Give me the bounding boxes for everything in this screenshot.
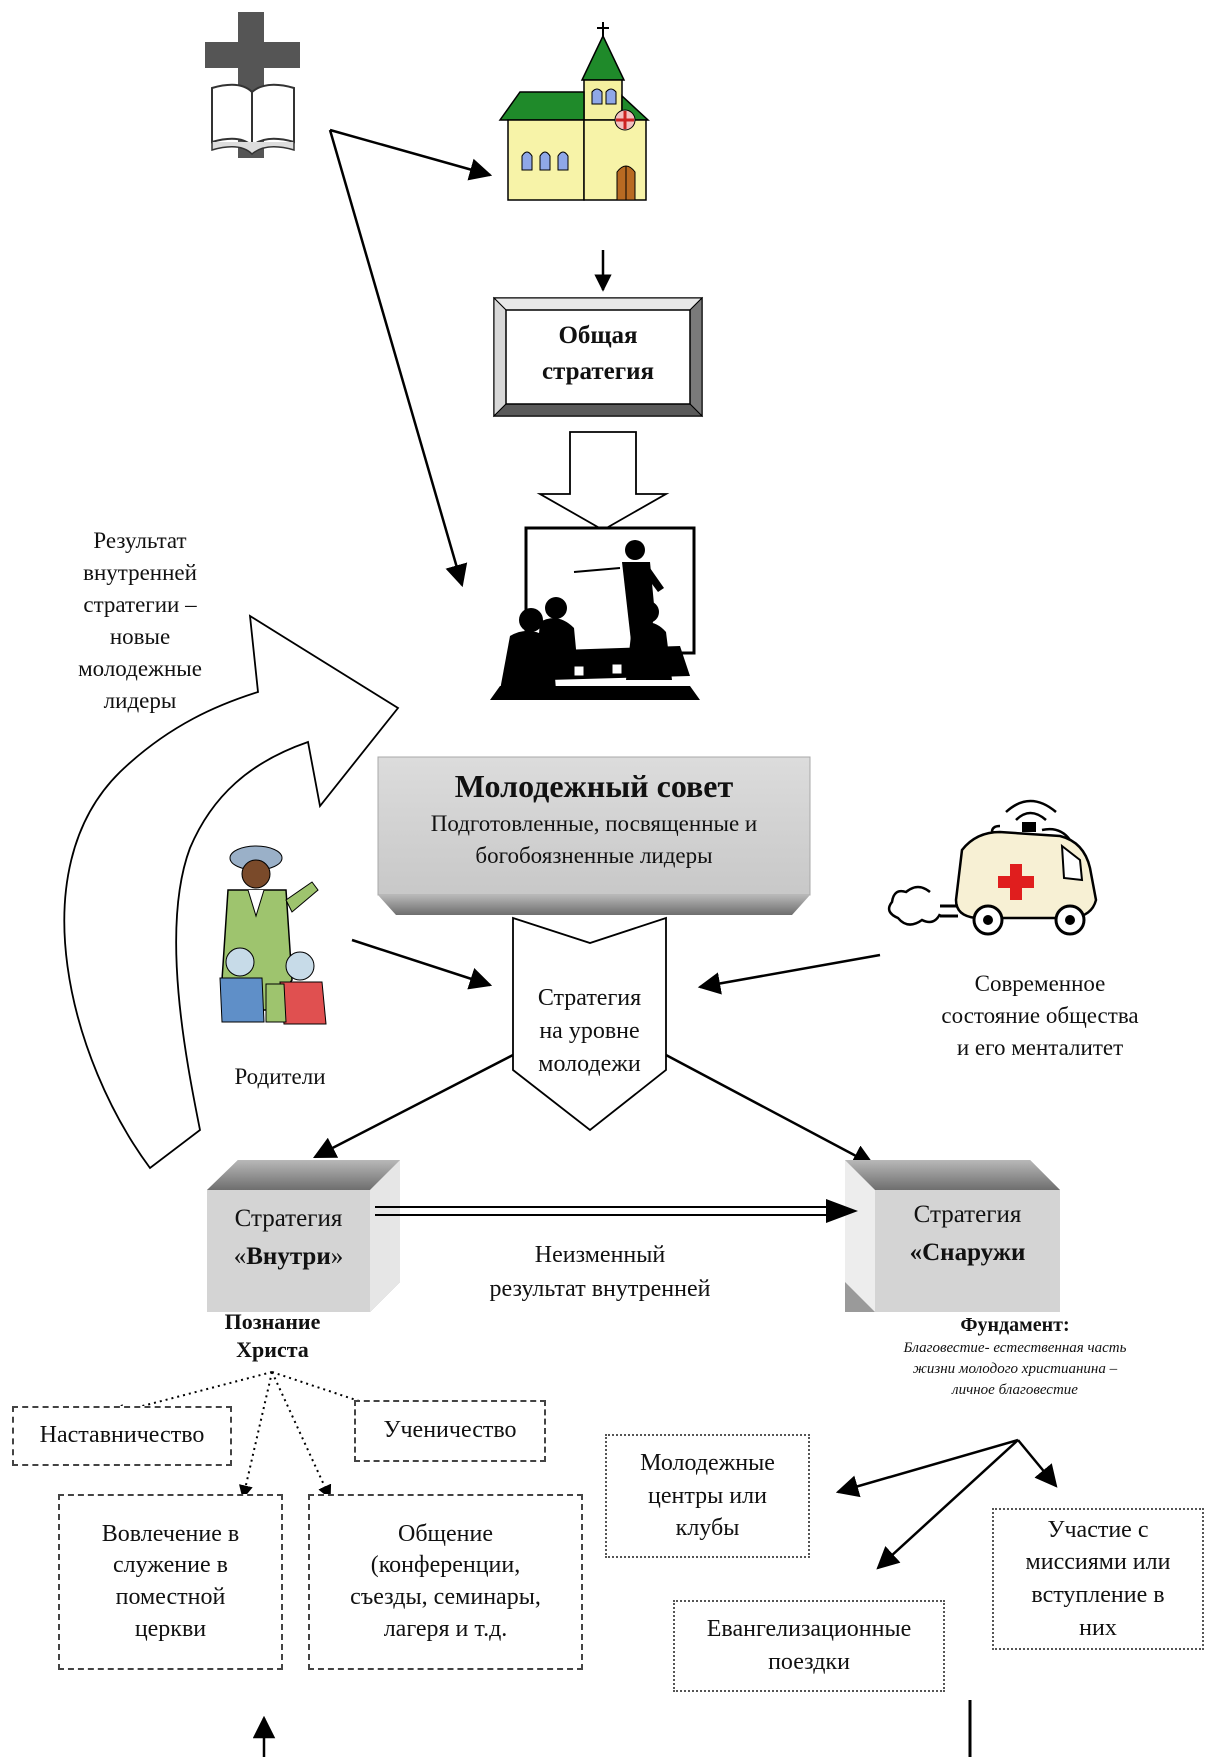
meeting-icon xyxy=(490,526,700,700)
youth-council-label: Молодежный совет Подготовленные, посвяще… xyxy=(378,764,810,872)
society-line2: состояние общества xyxy=(941,1003,1139,1028)
outside-line2-bold: «Снаружи xyxy=(909,1239,1026,1266)
result-line4: новые xyxy=(109,624,171,649)
arrow-bible-to-church xyxy=(329,128,493,181)
arrow-to-outside xyxy=(665,1053,875,1167)
youth-strategy-label: Стратегия на уровне молодежи xyxy=(513,982,666,1081)
unchanged-line2: результат внутренней xyxy=(489,1276,711,1302)
arrow-society-to-strategy xyxy=(697,953,881,995)
unchanged-line1: Неизменный xyxy=(534,1242,666,1268)
involvement-line1: Вовлечение в xyxy=(101,1520,240,1547)
involvement-line2: служение в xyxy=(113,1552,228,1579)
involvement-box: Вовлечение в служение в поместной церкви xyxy=(58,1494,283,1670)
missions-line3: вступление в xyxy=(1031,1582,1165,1608)
inside-quote-open: « xyxy=(233,1243,247,1270)
parents-children-icon xyxy=(219,845,327,1025)
outside-line1: Стратегия xyxy=(913,1201,1022,1228)
fellowship-line4: лагеря и т.д. xyxy=(383,1615,508,1642)
arrow-to-inside xyxy=(312,1053,514,1159)
fellowship-line2: (конференции, xyxy=(370,1552,521,1579)
knowing-christ-line1: Познание xyxy=(224,1309,321,1334)
council-line1: Подготовленные, посвященные и xyxy=(430,811,758,836)
foundation-line1: Благовестие- естественная часть xyxy=(903,1340,1127,1356)
knowing-christ-arrows xyxy=(110,1371,400,1500)
society-label: Современное состояние общества и его мен… xyxy=(890,968,1190,1064)
knowing-christ-label: Познание Христа xyxy=(190,1308,355,1364)
arrow-bible-to-council xyxy=(328,129,468,588)
parents-label: Родители xyxy=(234,1064,326,1089)
society-line1: Современное xyxy=(974,971,1106,996)
foundation-arrows xyxy=(835,1438,1058,1570)
youth-council-box xyxy=(377,756,811,915)
inside-strategy-box xyxy=(207,1160,400,1312)
church-icon xyxy=(498,22,650,201)
youth-centers-line2: центры или xyxy=(648,1482,767,1509)
unchanged-result-label: Неизменный результат внутренней xyxy=(420,1238,780,1306)
missions-line2: миссиями или xyxy=(1025,1549,1171,1576)
ambulance-icon xyxy=(887,799,1098,936)
general-strategy-label: Общая стратегия xyxy=(506,318,690,390)
youth-strategy-line1: Стратегия xyxy=(537,985,642,1011)
outside-strategy-box xyxy=(845,1160,1060,1312)
youth-centers-line1: Молодежные xyxy=(640,1450,775,1477)
missions-line1: Участие с xyxy=(1047,1516,1149,1543)
result-line3: стратегии – xyxy=(83,592,197,617)
council-line2: богобоязненные лидеры xyxy=(475,843,713,868)
involvement-line3: поместной xyxy=(115,1584,226,1610)
general-strategy-line1: Общая xyxy=(558,322,638,349)
foundation-label: Фундамент: Благовестие- естественная час… xyxy=(830,1312,1200,1401)
bible-cross-icon xyxy=(205,12,300,158)
general-strategy-box xyxy=(492,296,704,418)
youth-strategy-line3: молодежи xyxy=(538,1051,641,1077)
foundation-title: Фундамент: xyxy=(960,1314,1070,1336)
inside-strategy-label: Стратегия «Внутри» xyxy=(207,1200,370,1276)
mentoring-text: Наставничество xyxy=(39,1422,205,1449)
youth-level-chevron xyxy=(512,916,667,1132)
evangelism-trips-line1: Евангелизационные xyxy=(706,1616,912,1643)
result-line2: внутренней xyxy=(83,560,197,585)
foundation-line3: личное благовестие xyxy=(952,1382,1078,1398)
general-strategy-line2: стратегия xyxy=(541,358,655,385)
outside-strategy-label: Стратегия «Снаружи xyxy=(875,1196,1060,1272)
result-line1: Результат xyxy=(93,528,187,553)
inside-line2-bold: Внутри xyxy=(246,1243,331,1270)
youth-centers-line3: клубы xyxy=(675,1515,740,1542)
discipleship-box: Ученичество xyxy=(354,1400,546,1462)
result-line6: лидеры xyxy=(103,688,177,713)
double-arrow-inside-to-outside xyxy=(375,1199,858,1223)
evangelism-trips-box: Евангелизационные поездки xyxy=(673,1600,945,1692)
knowing-christ-line2: Христа xyxy=(236,1337,309,1362)
inside-line1: Стратегия xyxy=(234,1205,343,1232)
mentoring-box: Наставничество xyxy=(12,1406,232,1466)
curved-feedback-arrow xyxy=(63,614,400,1170)
foundation-line2: жизни молодого христианина – xyxy=(912,1361,1118,1377)
society-line3: и его менталитет xyxy=(956,1035,1124,1060)
missions-box: Участие с миссиями или вступление в них xyxy=(992,1508,1204,1650)
fellowship-box: Общение (конференции, съезды, семинары, … xyxy=(308,1494,583,1670)
discipleship-text: Ученичество xyxy=(383,1417,517,1444)
arrow-parents-to-strategy xyxy=(351,938,493,990)
missions-line4: них xyxy=(1079,1614,1117,1641)
fellowship-line1: Общение xyxy=(397,1520,493,1547)
result-line5: молодежные xyxy=(78,656,202,681)
youth-centers-box: Молодежные центры или клубы xyxy=(605,1434,810,1558)
youth-strategy-line2: на уровне xyxy=(539,1018,640,1044)
inside-quote-close: » xyxy=(330,1243,344,1270)
result-label: Результат внутренней стратегии – новые м… xyxy=(30,525,250,717)
council-title: Молодежный совет xyxy=(454,768,734,804)
hollow-down-arrow xyxy=(536,431,670,532)
fellowship-line3: съезды, семинары, xyxy=(350,1584,541,1610)
involvement-line4: церкви xyxy=(134,1615,207,1642)
evangelism-trips-line2: поездки xyxy=(768,1649,850,1675)
